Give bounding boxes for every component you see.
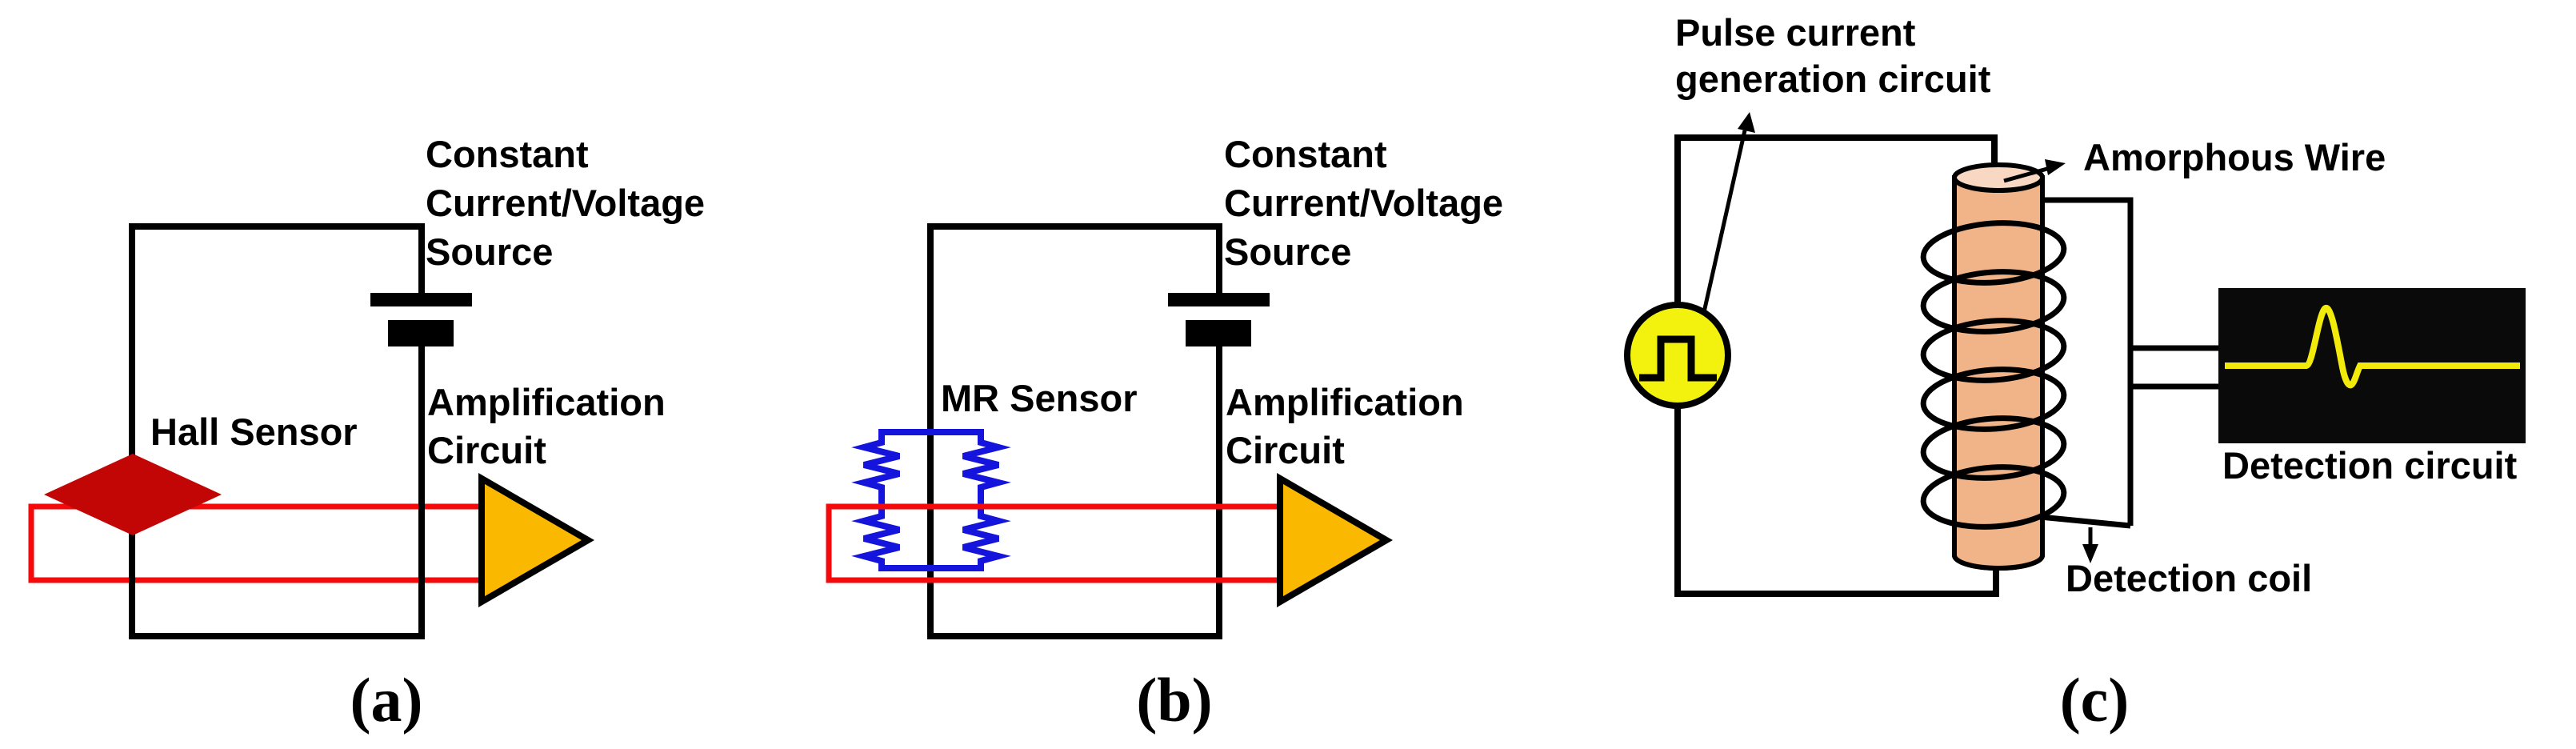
detection-coil-label: Detection coil: [2066, 557, 2313, 599]
panel-b-circuit: [826, 223, 1393, 639]
amorphous-wire-label: Amorphous Wire: [2083, 136, 2386, 178]
battery-short-plate-icon-b: [1186, 320, 1251, 346]
amorphous-wire-top-cap: [1952, 162, 2045, 193]
detection-coil-arrowhead-icon: [2082, 544, 2098, 563]
signal-loop-wire-a: [28, 503, 482, 583]
square-pulse-icon: [1639, 335, 1717, 382]
caption-a: (a): [350, 665, 423, 735]
caption-c: (c): [2059, 665, 2130, 735]
pulse-label-pointer-line: [1702, 130, 1747, 313]
caption-b: (b): [1136, 665, 1213, 735]
source-label-b: Constant Current/Voltage Source: [1224, 133, 1504, 273]
amplifier-triangle-icon-b: [1277, 473, 1393, 607]
circuit-rect-a: [129, 223, 425, 639]
pulse-source-icon: [1624, 302, 1731, 409]
hall-sensor-label: Hall Sensor: [150, 411, 358, 453]
pulse-label-arrowhead-icon: [1738, 112, 1755, 133]
pulse-loop-wire: [1674, 134, 1999, 597]
coil-to-scope-wires: [2039, 197, 2218, 529]
battery-short-plate-icon-a: [388, 320, 454, 346]
panel-c-circuit: [1624, 112, 2526, 597]
detection-circuit-label: Detection circuit: [2222, 444, 2518, 487]
battery-long-plate-icon-b: [1168, 293, 1270, 306]
amplifier-label-a: Amplification Circuit: [427, 381, 666, 471]
mr-sensor-label: MR Sensor: [941, 377, 1138, 419]
scope-spike-trace-icon: [2225, 304, 2520, 389]
pulse-generation-label: Pulse current generation circuit: [1675, 11, 1991, 100]
amorphous-label-pointer-line: [2003, 165, 2054, 183]
detection-coil-icon: [1920, 220, 2067, 530]
panel-a-circuit: [28, 223, 594, 639]
mr-sensor-bridge-icon: [851, 429, 1011, 571]
amorphous-label-arrowhead-icon: [2045, 159, 2066, 175]
hall-sensor-diamond-icon: [44, 454, 222, 535]
signal-loop-wire-b: [826, 503, 1280, 583]
amplifier-label-b: Amplification Circuit: [1226, 381, 1464, 471]
source-label-a: Constant Current/Voltage Source: [426, 133, 706, 273]
amplifier-triangle-icon-a: [478, 473, 594, 607]
battery-long-plate-icon-a: [370, 293, 472, 306]
